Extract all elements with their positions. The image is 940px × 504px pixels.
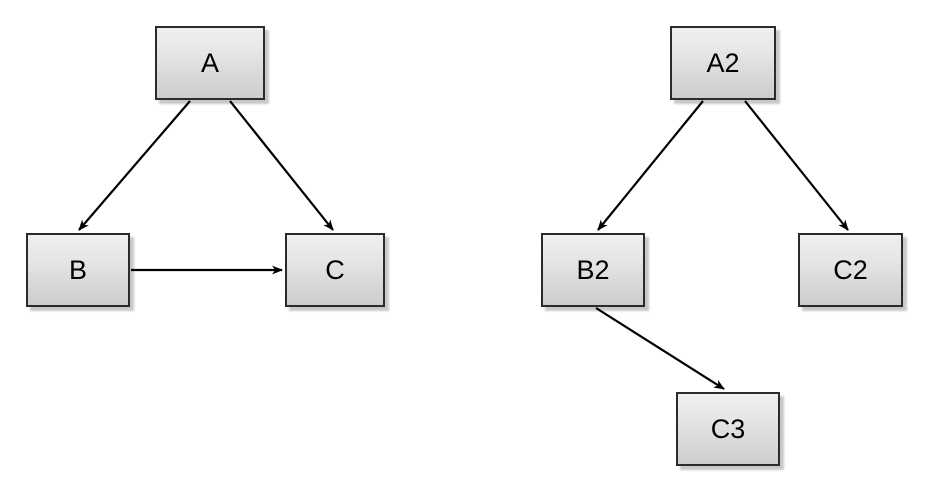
node-label-a2: A2: [706, 47, 740, 78]
node-c[interactable]: C: [285, 233, 385, 307]
node-a[interactable]: A: [155, 26, 265, 100]
node-c2[interactable]: C2: [798, 233, 903, 307]
edge-b2-to-c3[interactable]: [595, 307, 725, 390]
node-label-b2: B2: [576, 254, 610, 285]
edge-a-to-c[interactable]: [229, 100, 334, 231]
edges-group: [78, 100, 849, 390]
edge-a2-to-c2[interactable]: [744, 100, 849, 231]
node-b2[interactable]: B2: [541, 233, 645, 307]
node-label-c: C: [325, 254, 345, 285]
node-b[interactable]: B: [26, 233, 130, 307]
node-a2[interactable]: A2: [670, 26, 776, 100]
node-label-b: B: [68, 254, 87, 285]
node-label-c3: C3: [710, 413, 746, 444]
edge-a-to-b[interactable]: [78, 100, 191, 231]
node-label-a: A: [200, 47, 219, 78]
node-label-c2: C2: [833, 254, 868, 285]
edge-a2-to-b2[interactable]: [597, 100, 704, 231]
node-c3[interactable]: C3: [676, 392, 780, 466]
